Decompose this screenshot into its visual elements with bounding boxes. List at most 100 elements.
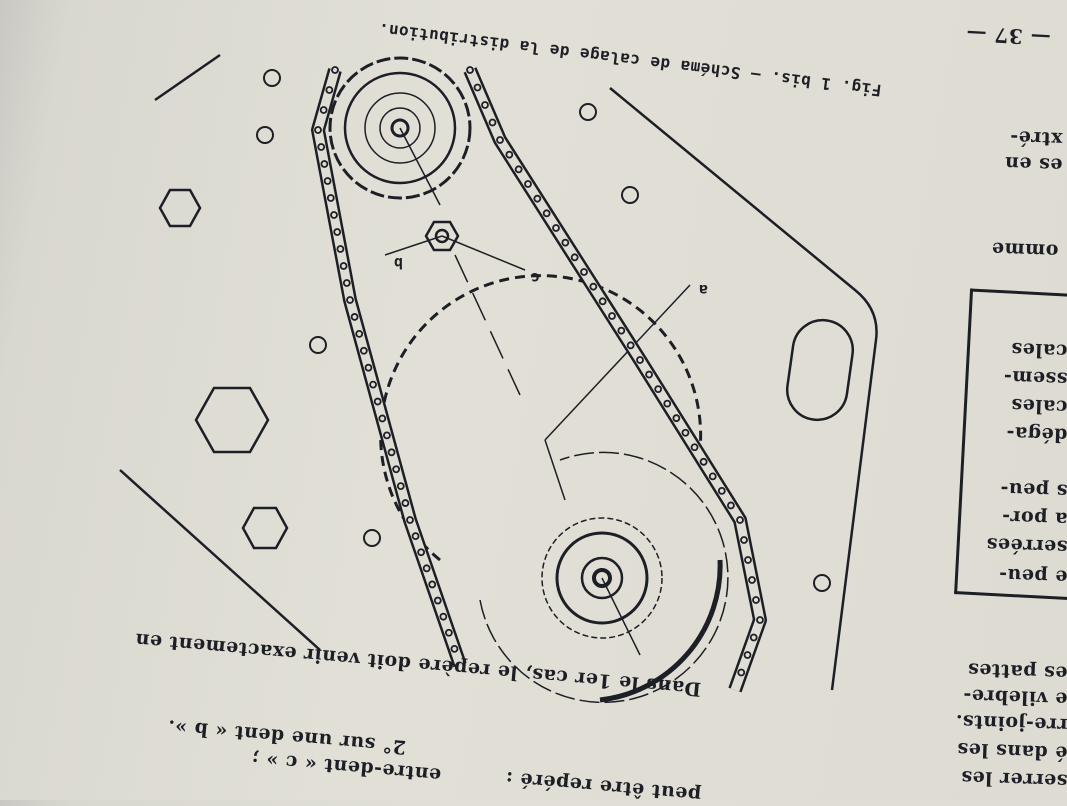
chain-roller [392, 465, 401, 474]
chain-roller [346, 296, 354, 304]
chain-roller [748, 576, 756, 584]
chain-roller [401, 499, 410, 507]
chain-roller [699, 457, 708, 466]
chain-roller [369, 380, 377, 389]
chain-roller [580, 268, 588, 276]
chain-roller [314, 126, 322, 134]
chain-roller [473, 83, 482, 92]
text-line: rre-joints. [954, 710, 1067, 736]
chain-roller [744, 556, 752, 564]
chain-roller [672, 414, 681, 423]
chain-roller [708, 472, 717, 481]
chain-roller [561, 238, 570, 247]
chain-roller [496, 136, 504, 144]
chain-roller [756, 616, 764, 624]
chain-roller [330, 211, 338, 219]
chain-roller [342, 279, 351, 287]
roller-chain [311, 66, 467, 668]
chain-roller [433, 596, 442, 605]
label-a: a [699, 281, 708, 299]
chain-roller [481, 101, 489, 109]
chain-roller [727, 501, 735, 510]
chain-roller [396, 482, 405, 491]
label-b: b [394, 254, 403, 272]
chain-roller [323, 177, 332, 185]
text-line: e peu- [998, 563, 1067, 588]
chain-roller [373, 397, 382, 406]
text-line: cales [1010, 394, 1067, 418]
chain-roller [681, 428, 690, 437]
guide-line [154, 53, 221, 102]
chain-roller [645, 370, 653, 379]
plate-outline [609, 87, 878, 691]
chain-roller [406, 516, 414, 524]
chain-roller [736, 516, 744, 524]
chain-roller [428, 580, 437, 589]
chain-roller [749, 633, 758, 642]
chain-roller [542, 209, 551, 218]
text-line: é dans les [956, 738, 1067, 764]
text-line: e vilebre- [962, 684, 1067, 710]
chain-roller [752, 596, 760, 604]
chain-roller [411, 532, 420, 541]
hex-nut [158, 188, 202, 228]
label-c: c [531, 269, 540, 287]
chain-roller [326, 194, 335, 202]
chain-roller [626, 341, 635, 350]
chain-roller [450, 644, 459, 653]
chain-roller [466, 66, 474, 74]
chain-roller [439, 612, 448, 621]
chain-roller [589, 282, 598, 291]
chain-roller [524, 180, 532, 188]
text-line: s peu- [999, 477, 1067, 502]
chain-roller [331, 66, 339, 74]
chain-roller [690, 443, 699, 452]
crankshaft-sprocket [379, 274, 729, 704]
text-line: cales [1010, 338, 1067, 362]
text-line: omme [991, 237, 1059, 262]
tensioner-nut [424, 220, 460, 252]
chain-roller [737, 668, 746, 677]
chain-roller [317, 143, 326, 151]
slot [785, 318, 855, 422]
chain-roller [663, 399, 672, 408]
chain-roller [743, 651, 752, 659]
chain-roller [514, 165, 523, 174]
roller-chain [463, 66, 767, 693]
chain-roller [359, 346, 368, 355]
chain-roller [378, 414, 387, 423]
chain-roller [336, 245, 345, 253]
guide-line [119, 469, 321, 651]
text-line: a por- [1001, 505, 1067, 530]
chain-roller [617, 326, 626, 335]
chain-roller [570, 253, 579, 262]
chain-roller [333, 228, 342, 236]
camshaft-sprocket [328, 56, 472, 206]
chain-roller [654, 385, 663, 393]
chain-roller [740, 536, 748, 544]
text-line: es en [1004, 151, 1063, 176]
chain-roller [339, 262, 348, 270]
chain-roller [355, 329, 364, 338]
chain-roller [417, 548, 426, 557]
chain-roller [383, 431, 391, 440]
chain-roller [387, 448, 396, 457]
chain-roller [505, 150, 514, 159]
chain-roller [444, 628, 453, 637]
chain-roller [319, 106, 328, 114]
text-line: serrées [985, 533, 1067, 558]
chain-roller [598, 297, 607, 306]
chain-roller [488, 118, 497, 127]
hex-nut [194, 386, 270, 454]
text-line: es pattes [967, 658, 1067, 684]
text-line: déga- [1005, 421, 1067, 446]
chain-roller [350, 313, 359, 321]
chain-roller [552, 224, 560, 232]
text-line: xtré- [1009, 126, 1063, 150]
chain-roller [717, 487, 726, 495]
chain-roller [636, 356, 644, 364]
chain-roller [533, 194, 542, 203]
text-line: serrer les [960, 766, 1067, 792]
chain-roller [422, 564, 431, 573]
text-line: ssem- [1003, 365, 1067, 390]
